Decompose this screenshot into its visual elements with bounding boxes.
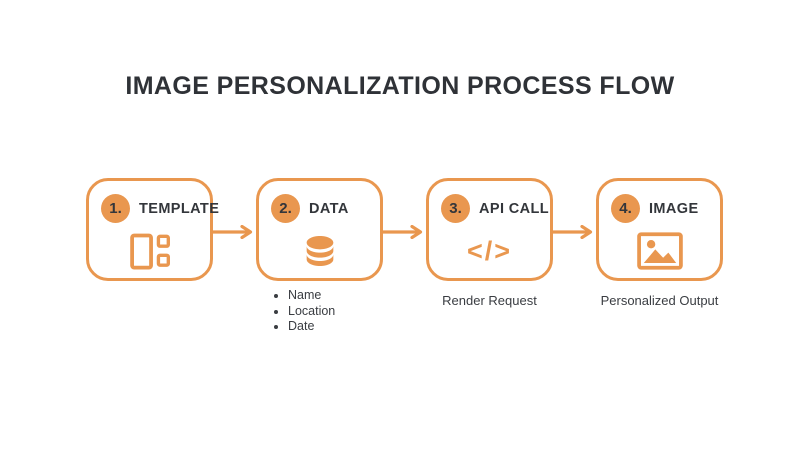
- code-glyph: </>: [466, 235, 513, 266]
- step-label: API CALL: [479, 200, 550, 217]
- step-number-badge: 1.: [101, 194, 130, 223]
- step-image-header: 4. IMAGE: [611, 194, 720, 223]
- step-api-call-box: 3. API CALL </>: [426, 178, 553, 281]
- code-icon: </>: [429, 228, 550, 274]
- right-arrow-icon: [553, 225, 593, 239]
- right-arrow-icon: [213, 225, 253, 239]
- step-label: IMAGE: [649, 200, 699, 217]
- step-data: 2. DATA Name Location Date: [256, 178, 383, 335]
- flow-arrow: [553, 178, 596, 239]
- step-caption: Render Request: [442, 293, 537, 308]
- image-icon: [599, 228, 720, 274]
- step-number-badge: 3.: [441, 194, 470, 223]
- page-title: IMAGE PERSONALIZATION PROCESS FLOW: [125, 72, 675, 100]
- step-data-header: 2. DATA: [271, 194, 380, 223]
- step-template-header: 1. TEMPLATE: [101, 194, 219, 223]
- right-arrow-icon: [383, 225, 423, 239]
- flow-arrow: [213, 178, 256, 239]
- flow-arrow: [383, 178, 426, 239]
- step-label: TEMPLATE: [139, 200, 220, 217]
- step-image: 4. IMAGE Personalized Output: [596, 178, 723, 308]
- list-item: Date: [288, 319, 383, 335]
- template-layout-icon: [89, 228, 210, 274]
- step-template-box: 1. TEMPLATE: [86, 178, 219, 281]
- step-number-badge: 2.: [271, 194, 300, 223]
- step-data-box: 2. DATA: [256, 178, 383, 281]
- list-item: Name: [288, 288, 383, 304]
- database-icon: [259, 228, 380, 274]
- step-image-box: 4. IMAGE: [596, 178, 723, 281]
- process-flow: 1. TEMPLATE: [86, 178, 723, 335]
- step-template: 1. TEMPLATE: [86, 178, 219, 281]
- step-caption: Personalized Output: [600, 293, 719, 308]
- list-item: Location: [288, 304, 383, 320]
- step-api-call: 3. API CALL </> Render Request: [426, 178, 553, 308]
- step-api-call-header: 3. API CALL: [441, 194, 550, 223]
- step-number-badge: 4.: [611, 194, 640, 223]
- data-fields-list: Name Location Date: [256, 288, 383, 335]
- step-label: DATA: [309, 200, 349, 217]
